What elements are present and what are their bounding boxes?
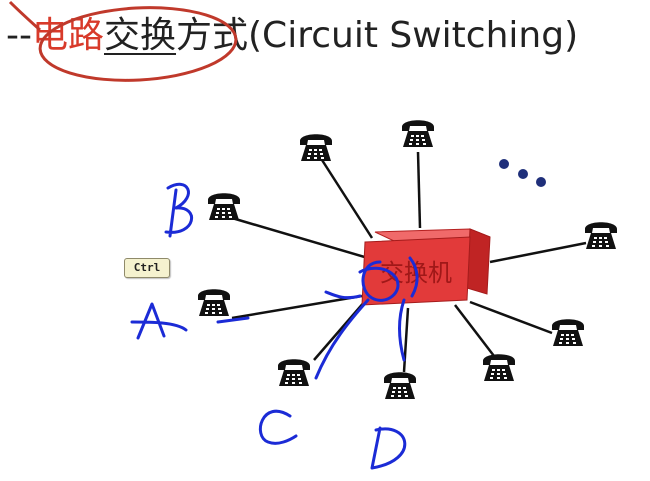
scribble-switch-left (358, 260, 400, 302)
link-d (402, 307, 410, 373)
scribble-c-path (314, 298, 370, 380)
link-right-bottom (469, 300, 553, 335)
handwritten-a-line (216, 316, 250, 324)
link-top-left (320, 159, 374, 239)
switch-box: 交换机 (361, 228, 491, 306)
title-dash: -- (6, 15, 32, 56)
ellipsis-dots (499, 159, 546, 187)
handwritten-c (258, 409, 298, 445)
telephone-icon (552, 319, 584, 346)
scribble-left-arm (324, 290, 362, 300)
title-rest-text: 方式(Circuit Switching) (176, 15, 579, 56)
blue-handwriting (130, 182, 419, 470)
telephone-icon (483, 354, 515, 381)
telephone-icon (278, 359, 310, 386)
link-bottom-right (454, 304, 495, 357)
handwritten-b (164, 182, 193, 238)
telephone-icon (384, 372, 416, 399)
red-annotation-tail (8, 0, 42, 32)
scribble-switch-mid (408, 256, 419, 298)
slide-title: --电路交换方式(Circuit Switching) (6, 14, 578, 58)
connection-lines (231, 151, 587, 373)
handwritten-a (130, 302, 188, 340)
link-top (416, 151, 422, 229)
telephone-icon (585, 222, 617, 249)
telephone-icon (198, 289, 230, 316)
link-a (231, 294, 363, 320)
telephone-icon (300, 134, 332, 161)
link-right-top (489, 241, 587, 264)
handwritten-d (370, 426, 407, 470)
ctrl-key-badge: Ctrl (124, 258, 170, 278)
telephone-icon (402, 120, 434, 147)
telephone-icon (208, 193, 240, 220)
link-b (231, 216, 369, 260)
red-annotation-oval (38, 6, 238, 82)
scribble-d-path (398, 298, 406, 362)
title-underlined-text: 交换 (104, 15, 177, 56)
